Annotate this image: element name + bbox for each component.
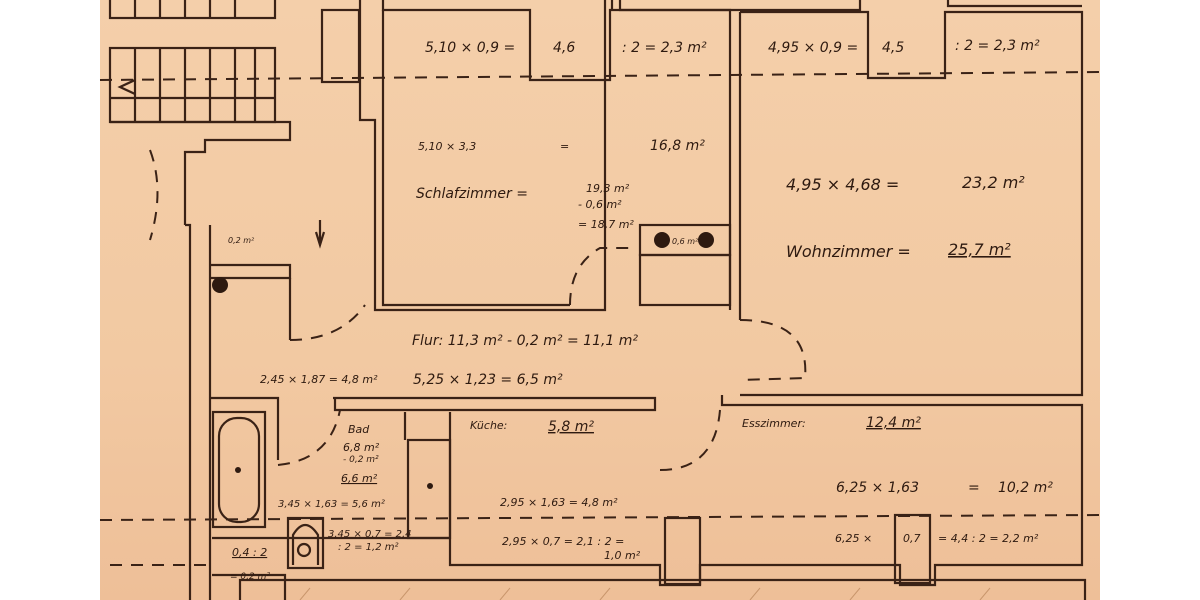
schlaf-total: 19,3 m² — [586, 182, 630, 195]
ess-calc2-b: 0,7 — [903, 532, 921, 545]
schlaf-strip-value: 4,6 — [553, 40, 575, 56]
bad-minus: - 0,2 m² — [343, 455, 379, 465]
wohn-strip-calc: 4,95 × 0,9 = — [768, 40, 858, 56]
schlaf-label: Schlafzimmer = — [416, 186, 528, 202]
kueche-calc2-result: 1,0 m² — [604, 549, 641, 562]
shower-drain — [427, 483, 433, 489]
flur-calc2: 5,25 × 1,23 = 6,5 m² — [413, 372, 563, 388]
flur-calc1: 2,45 × 1,87 = 4,8 m² — [260, 373, 378, 386]
ess-label: Esszimmer: — [742, 417, 806, 430]
ess-calc2-c: = 4,4 : 2 = 2,2 m² — [938, 532, 1039, 545]
down-arrow-icon — [314, 220, 326, 249]
bad-net: 6,6 m² — [341, 472, 378, 485]
stair-arrow-icon — [117, 79, 136, 95]
kueche-total: 5,8 m² — [548, 419, 594, 435]
chimney-marker-right — [698, 232, 714, 248]
bad-calc2-half: : 2 = 1,2 m² — [338, 542, 398, 553]
wohn-main-calc: 4,95 × 4,68 = — [786, 175, 899, 194]
schlaf-net: = 18,7 m² — [578, 218, 634, 231]
kueche-label: Küche: — [470, 419, 507, 432]
walls — [110, 0, 1087, 600]
slope-lines — [99, 71, 1101, 566]
chimney-area: 0,6 m² — [672, 237, 699, 246]
schlaf-strip-calc: 5,10 × 0,9 = — [425, 40, 515, 56]
shaft-marker — [212, 277, 228, 293]
chimney-marker-left — [654, 232, 670, 248]
flur-summary: Flur: 11,3 m² - 0,2 m² = 11,1 m² — [412, 333, 638, 349]
staircase — [108, 0, 277, 124]
ess-calc1: 6,25 × 1,63 — [836, 480, 919, 496]
hatch — [299, 587, 991, 600]
bad-total: 6,8 m² — [343, 441, 380, 454]
bathtub — [211, 410, 267, 529]
ess-calc2-a: 6,25 × — [835, 532, 872, 545]
wohn-strip-value: 4,5 — [882, 40, 904, 56]
floor-plan-paper — [100, 0, 1100, 600]
bad-calc1: 3,45 × 1,63 = 5,6 m² — [278, 499, 385, 510]
schlaf-main-eq: = — [560, 140, 569, 153]
wohn-strip-half: : 2 = 2,3 m² — [955, 38, 1040, 54]
bad-corner: 0,4 : 2 — [232, 546, 267, 559]
bad-label: Bad — [348, 423, 370, 436]
wohn-main-result: 23,2 m² — [962, 173, 1025, 192]
schlaf-strip-half: : 2 = 2,3 m² — [622, 40, 707, 56]
flur-shaft: 0,2 m² — [228, 236, 255, 245]
schlaf-minus: - 0,6 m² — [578, 198, 622, 211]
bad-calc2: 3,45 × 0,7 = 2,4 — [328, 529, 412, 540]
schlaf-main-result: 16,8 m² — [650, 138, 705, 154]
wohn-total: 25,7 m² — [948, 240, 1011, 259]
ess-total: 12,4 m² — [866, 415, 921, 431]
ess-calc1-eq: = — [968, 480, 980, 496]
kueche-calc1: 2,95 × 1,63 = 4,8 m² — [500, 496, 618, 509]
bad-corner-result: = 0,2 m² — [230, 572, 270, 582]
toilet — [286, 516, 325, 570]
schlaf-main-calc: 5,10 × 3,3 — [418, 140, 476, 153]
kueche-calc2: 2,95 × 0,7 = 2,1 : 2 = — [502, 535, 624, 548]
ess-calc1-result: 10,2 m² — [998, 480, 1053, 496]
wohn-label: Wohnzimmer = — [786, 242, 911, 261]
